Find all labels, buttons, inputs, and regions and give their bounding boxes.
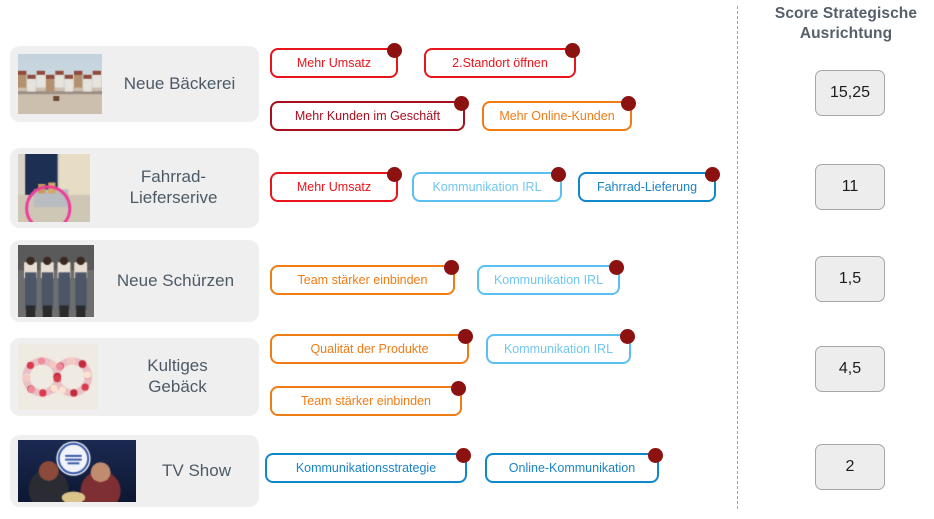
score-value: 11	[841, 178, 859, 195]
project-name-label: Neue Bäckerei	[123, 73, 236, 93]
thumbnail-tv-show	[18, 440, 136, 502]
goal-pill-2-1[interactable]: Mehr Umsatz	[270, 167, 402, 202]
project-card-1[interactable]: Neue Bäckerei	[10, 46, 259, 122]
vertical-dashed-divider	[737, 6, 738, 509]
score-box-4[interactable]: 4,5	[815, 346, 885, 392]
goal-pill-label: Online-Kommunikation	[508, 461, 636, 475]
project-name-label: Neue Schürzen	[116, 270, 235, 290]
goal-pill-5-2[interactable]: Online-Kommunikation	[485, 448, 663, 483]
goal-pill-label: Kommunikation IRL	[432, 180, 542, 194]
goal-pill-1-3[interactable]: Mehr Kunden im Geschäft	[270, 96, 469, 131]
project-card-2[interactable]: Fahrrad- Lieferserive	[10, 148, 259, 228]
score-header-line1: Score Strategische	[774, 5, 918, 22]
goal-pill-label: 2.Standort öffnen	[452, 56, 548, 70]
goal-pill-status-dot	[609, 260, 624, 275]
goal-pill-status-dot	[458, 329, 473, 344]
goal-pill-4-3[interactable]: Team stärker einbinden	[270, 381, 466, 416]
goal-pill-status-dot	[451, 381, 466, 396]
thumbnail-kultiges-gebaeck	[18, 344, 98, 410]
goal-pill-label: Kommunikation IRL	[493, 273, 604, 287]
goal-pill-status-dot	[551, 167, 566, 182]
goal-pill-status-dot	[454, 96, 469, 111]
goal-pill-4-2[interactable]: Kommunikation IRL	[486, 329, 635, 364]
project-name-label: Fahrrad- Lieferserive	[129, 167, 218, 207]
goal-pill-label: Mehr Online-Kunden	[499, 109, 615, 123]
goal-pill-label: Team stärker einbinden	[297, 273, 428, 287]
goal-pill-label: Mehr Umsatz	[296, 56, 372, 70]
goal-pill-3-2[interactable]: Kommunikation IRL	[477, 260, 624, 295]
goal-pill-1-4[interactable]: Mehr Online-Kunden	[482, 96, 636, 131]
goal-pill-status-dot	[387, 167, 402, 182]
goal-pill-status-dot	[444, 260, 459, 275]
goal-pill-1-1[interactable]: Mehr Umsatz	[270, 43, 402, 78]
thumbnail-fahrrad-lieferservice	[18, 154, 90, 222]
project-card-3[interactable]: Neue Schürzen	[10, 240, 259, 322]
score-column-header: Score Strategische Ausrichtung	[758, 4, 934, 44]
goal-pill-status-dot	[620, 329, 635, 344]
goal-pill-status-dot	[456, 448, 471, 463]
goal-pill-status-dot	[621, 96, 636, 111]
score-header-line2: Ausrichtung	[799, 24, 893, 42]
project-card-5[interactable]: TV Show	[10, 435, 259, 507]
thumbnail-neue-baeckerei	[18, 54, 102, 114]
score-value: 4,5	[838, 360, 862, 377]
score-box-1[interactable]: 15,25	[815, 70, 885, 116]
goal-pill-label: Kommunikationsstrategie	[295, 461, 437, 475]
goal-pill-status-dot	[648, 448, 663, 463]
goal-pill-status-dot	[565, 43, 580, 58]
project-card-4[interactable]: Kultiges Gebäck	[10, 338, 259, 416]
goal-pill-status-dot	[387, 43, 402, 58]
project-name-label: TV Show	[162, 460, 231, 480]
goal-pill-2-2[interactable]: Kommunikation IRL	[412, 167, 566, 202]
score-value: 15,25	[829, 84, 871, 101]
goal-pill-2-3[interactable]: Fahrrad-Lieferung	[578, 167, 720, 202]
goal-pill-label: Fahrrad-Lieferung	[596, 180, 698, 194]
goal-pill-label: Qualität der Produkte	[310, 342, 429, 356]
project-name-label: Kultiges Gebäck	[147, 356, 208, 396]
goal-pill-label: Mehr Kunden im Geschäft	[294, 109, 441, 123]
thumbnail-neue-schuerzen	[18, 245, 94, 317]
goal-pill-4-1[interactable]: Qualität der Produkte	[270, 329, 473, 364]
score-box-3[interactable]: 1,5	[815, 256, 885, 302]
goal-pill-status-dot	[705, 167, 720, 182]
goal-pill-1-2[interactable]: 2.Standort öffnen	[424, 43, 580, 78]
goal-pill-label: Team stärker einbinden	[301, 394, 431, 408]
score-value: 2	[845, 458, 855, 475]
goal-pill-3-1[interactable]: Team stärker einbinden	[270, 260, 459, 295]
goal-pill-label: Kommunikation IRL	[503, 342, 614, 356]
score-box-5[interactable]: 2	[815, 444, 885, 490]
score-value: 1,5	[838, 270, 862, 287]
goal-pill-5-1[interactable]: Kommunikationsstrategie	[265, 448, 471, 483]
goal-pill-label: Mehr Umsatz	[296, 180, 372, 194]
score-box-2[interactable]: 11	[815, 164, 885, 210]
